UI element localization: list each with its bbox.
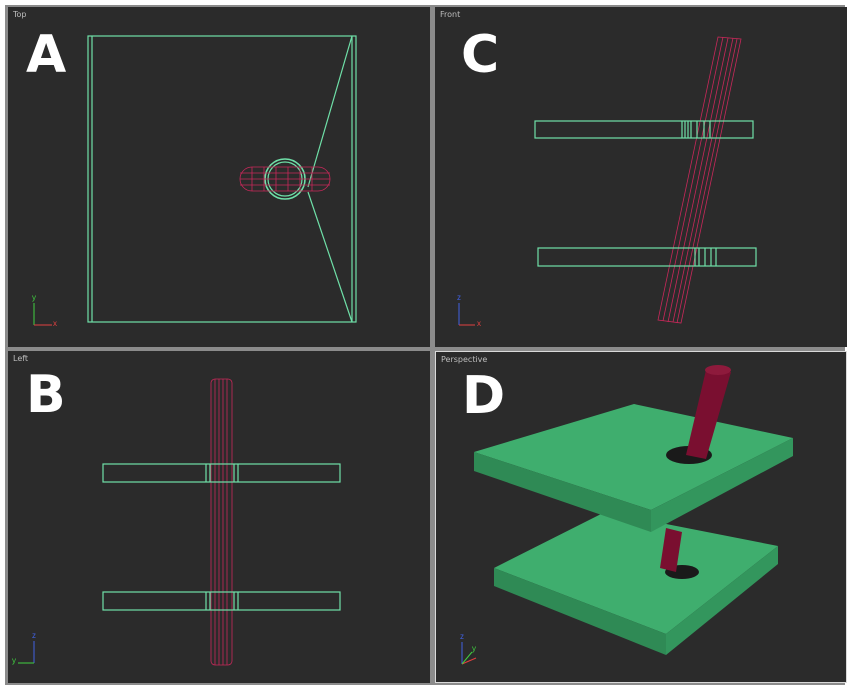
axis-x-label: x bbox=[53, 319, 57, 328]
panel-letter: A bbox=[26, 25, 67, 85]
axis-gizmo bbox=[33, 303, 52, 326]
top-scene bbox=[33, 35, 357, 326]
plate-wireframe bbox=[534, 120, 757, 267]
plate-wireframe bbox=[102, 463, 341, 611]
axis-y-label: y bbox=[12, 656, 16, 665]
viewport-title[interactable]: Front bbox=[440, 10, 461, 19]
axis-z-label: z bbox=[460, 632, 464, 641]
rod-wireframe bbox=[239, 166, 331, 192]
lower-plate bbox=[494, 512, 778, 655]
rod-wireframe bbox=[657, 36, 742, 324]
left-scene bbox=[18, 378, 341, 666]
axis-y-label: y bbox=[472, 644, 476, 653]
axis-gizmo bbox=[18, 641, 35, 664]
panel-letter: C bbox=[461, 25, 500, 85]
axis-z-label: z bbox=[32, 631, 36, 640]
front-scene bbox=[458, 36, 757, 326]
viewport-top[interactable]: Top A y x bbox=[8, 7, 430, 347]
perspective-scene bbox=[461, 365, 793, 665]
viewport-perspective[interactable]: Perspective D z y bbox=[435, 351, 847, 683]
panel-letter: B bbox=[26, 365, 66, 425]
axis-y-label: y bbox=[32, 293, 36, 302]
axis-x-label: x bbox=[477, 319, 481, 328]
upper-plate bbox=[474, 404, 793, 532]
axis-gizmo bbox=[458, 303, 475, 326]
viewport-title[interactable]: Perspective bbox=[441, 355, 488, 364]
axis-z-label: z bbox=[457, 293, 461, 302]
viewport-front[interactable]: Front C z x bbox=[435, 7, 847, 347]
panel-letter: D bbox=[462, 366, 506, 426]
rod-lower bbox=[660, 528, 682, 572]
viewport-title[interactable]: Top bbox=[13, 10, 27, 19]
rod-upper bbox=[686, 365, 731, 459]
viewport-left[interactable]: Left B z y bbox=[8, 351, 430, 683]
rod-wireframe bbox=[210, 378, 233, 666]
axis-gizmo bbox=[461, 642, 477, 665]
viewport-title[interactable]: Left bbox=[13, 354, 29, 363]
